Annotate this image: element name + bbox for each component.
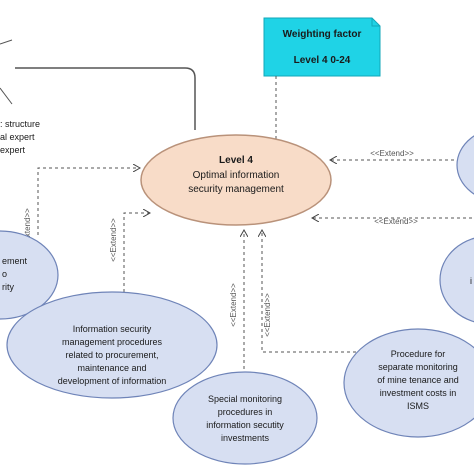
actor-association-line — [15, 67, 196, 130]
procurement-ellipse — [6, 291, 218, 399]
monitoring-line-3: information secutity — [206, 420, 284, 430]
weighting-factor-box — [263, 17, 381, 77]
left-partial-line-3: rity — [2, 282, 14, 292]
center-use-case[interactable]: Level 4 Optimal information security man… — [140, 134, 332, 226]
weighting-factor-title: Weighting factor — [283, 29, 362, 40]
left-partial-line-2: o — [2, 269, 7, 279]
actor-leg — [0, 87, 13, 105]
left-partial-line-1: ement — [2, 256, 28, 266]
extend-label-monitoring: <<Extend>> — [229, 283, 238, 327]
procurement-line-3: related to procurement, — [65, 350, 158, 360]
note-fold — [371, 18, 380, 27]
actor-label-line-1: : structure — [0, 119, 40, 129]
separate-ellipse — [343, 328, 474, 438]
actor-arm — [0, 39, 13, 45]
procurement-line-4: maintenance and — [77, 363, 146, 373]
extend-arrow-left — [37, 168, 140, 235]
separate-line-3: of mine tenance and — [377, 375, 459, 385]
separate-line-4: investment costs in — [380, 388, 457, 398]
extend-label-procurement: <<Extend>> — [109, 218, 118, 262]
right-mid-partial-ellipse — [439, 237, 474, 323]
use-case-separate-monitoring[interactable]: Procedure for separate monitoring of min… — [343, 328, 474, 438]
left-partial-ellipse — [0, 230, 59, 320]
use-case-monitoring[interactable]: Special monitoring procedures in informa… — [172, 371, 318, 465]
extend-arrow-separate — [262, 230, 368, 353]
procurement-line-2: management procedures — [62, 337, 163, 347]
use-case-right-mid-partial[interactable]: i — [439, 236, 474, 324]
separate-line-1: Procedure for — [391, 349, 446, 359]
extend-arrow-procurement — [123, 213, 150, 292]
center-line-1: Optimal information — [193, 170, 280, 181]
weighting-factor-note[interactable]: Weighting factor Level 4 0-24 — [263, 17, 381, 77]
separate-line-5: ISMS — [407, 401, 429, 411]
procurement-line-1: Information security — [73, 324, 152, 334]
center-ellipse — [140, 134, 332, 226]
separate-line-2: separate monitoring — [378, 362, 458, 372]
extend-label-mid-right: <<Extend>> — [374, 217, 418, 226]
extend-label-left: <<Extend>> — [23, 208, 32, 252]
monitoring-line-4: investments — [221, 433, 270, 443]
monitoring-line-2: procedures in — [218, 407, 273, 417]
use-case-left-partial[interactable]: ement o rity — [0, 230, 59, 320]
procurement-line-5: development of information — [58, 376, 167, 386]
use-case-procurement[interactable]: Information security management procedur… — [6, 291, 218, 399]
center-line-2: security management — [188, 184, 284, 195]
actor-label-line-3: expert — [0, 145, 26, 155]
monitoring-line-1: Special monitoring — [208, 394, 282, 404]
right-top-partial-ellipse — [456, 135, 474, 195]
extend-label-top-right: <<Extend>> — [370, 149, 414, 158]
center-level: Level 4 — [219, 155, 253, 166]
weighting-factor-value: Level 4 0-24 — [294, 55, 351, 66]
use-case-right-top-partial[interactable] — [456, 127, 474, 203]
monitoring-ellipse — [172, 371, 318, 465]
actor-label-line-2: al expert — [0, 132, 35, 142]
right-mid-partial-line-1: i — [470, 276, 472, 286]
extend-label-separate: <<Extend>> — [263, 293, 272, 337]
actor-figure — [0, 39, 13, 105]
